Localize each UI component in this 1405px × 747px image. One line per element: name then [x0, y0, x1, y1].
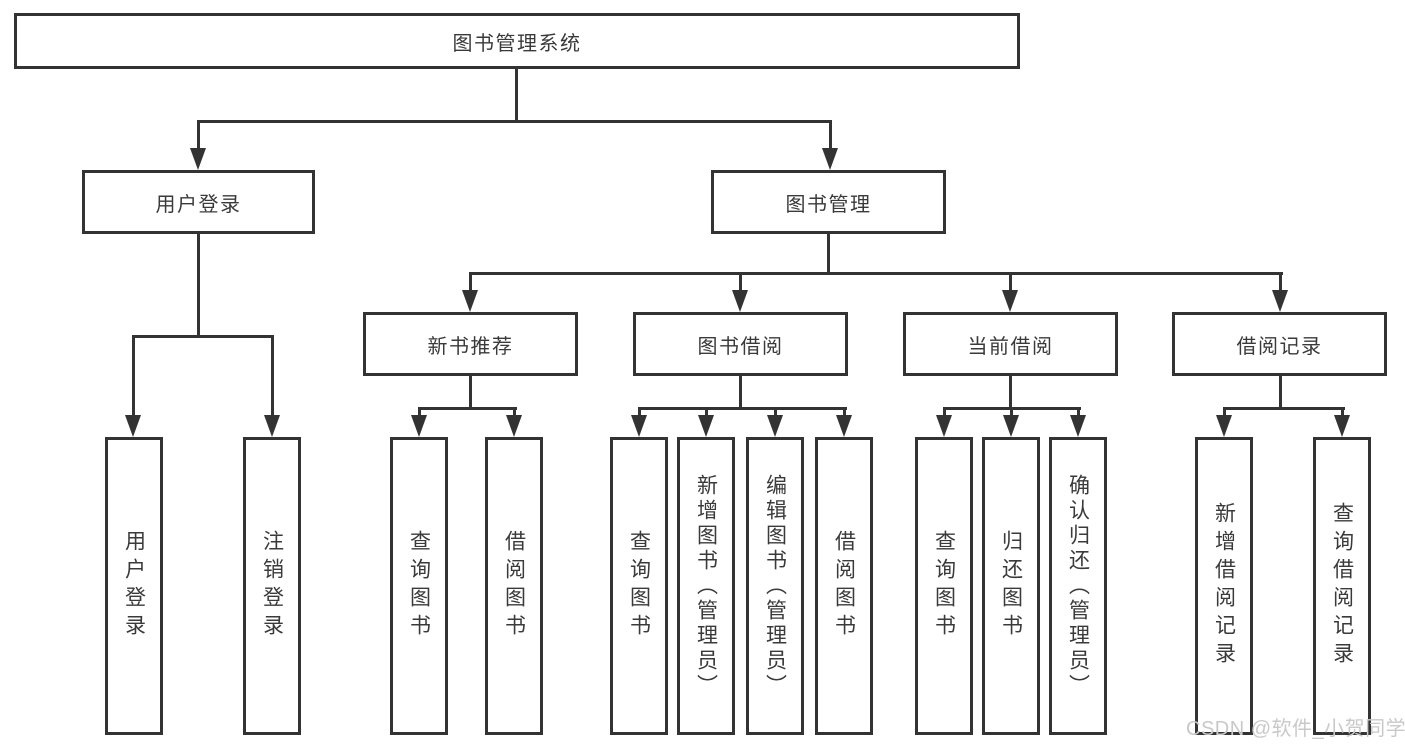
leaf-logout: 注销登录	[243, 437, 301, 735]
connector-bookmgmt-shaft	[1279, 272, 1282, 292]
connector-group3-split	[1223, 407, 1345, 410]
connector-root-right-shaft	[829, 120, 832, 150]
node-new-book-recommend: 新书推荐	[363, 312, 578, 376]
connector-group2-stem	[1009, 376, 1012, 410]
arrow-head	[125, 415, 141, 437]
connector-group1-split	[638, 407, 847, 410]
leaf-return-books-label: 归还图书	[999, 530, 1023, 642]
connector-group3-shaft	[1223, 407, 1226, 417]
csdn-watermark: CSDN @软件_小贺同学	[1186, 718, 1405, 740]
connector-userlogin-split	[132, 335, 274, 338]
leaf-query-books-recommend-label: 查询图书	[407, 530, 431, 642]
leaf-query-borrow-record-label: 查询借阅记录	[1330, 502, 1354, 670]
node-book-borrow: 图书借阅	[633, 312, 848, 376]
leaf-borrow-books-recommend: 借阅图书	[485, 437, 543, 735]
arrow-head	[1003, 415, 1019, 437]
node-root: 图书管理系统	[14, 13, 1020, 69]
arrow-head	[631, 415, 647, 437]
connector-root-stem	[515, 69, 518, 120]
leaf-add-borrow-record-label: 新增借阅记录	[1212, 502, 1236, 670]
connector-userlogin-shaft	[132, 335, 135, 416]
arrow-head	[767, 415, 783, 437]
arrow-head	[264, 415, 280, 437]
connector-group0-split	[418, 407, 517, 410]
connector-group1-stem	[739, 376, 742, 410]
leaf-edit-books-admin-label: 编辑图书（管理员）	[763, 473, 787, 699]
connector-group2-shaft	[1010, 407, 1013, 417]
leaf-user-login: 用户登录	[105, 437, 163, 735]
node-user-login: 用户登录	[82, 170, 315, 234]
arrow-head	[1334, 415, 1350, 437]
connector-group1-shaft	[843, 407, 846, 417]
connector-group0-stem	[469, 376, 472, 410]
leaf-confirm-return-admin: 确认归还（管理员）	[1049, 437, 1107, 735]
leaf-return-books: 归还图书	[982, 437, 1040, 735]
leaf-add-books-admin-label: 新增图书（管理员）	[694, 473, 718, 699]
node-root-label: 图书管理系统	[452, 32, 582, 55]
arrow-head	[462, 290, 478, 312]
arrow-head	[698, 415, 714, 437]
connector-userlogin-shaft	[271, 335, 274, 416]
leaf-query-books-current: 查询图书	[915, 437, 973, 735]
leaf-add-books-admin: 新增图书（管理员）	[677, 437, 735, 735]
node-book-borrow-label: 图书借阅	[697, 335, 784, 358]
leaf-confirm-return-admin-label: 确认归还（管理员）	[1066, 473, 1090, 699]
arrow-head	[732, 290, 748, 312]
connector-group2-shaft	[943, 407, 946, 417]
leaf-add-borrow-record: 新增借阅记录	[1195, 437, 1253, 735]
connector-group0-shaft	[513, 407, 516, 417]
leaf-query-borrow-record: 查询借阅记录	[1313, 437, 1371, 735]
connector-userlogin-stem	[197, 234, 200, 337]
arrow-head	[1070, 415, 1086, 437]
node-book-management: 图书管理	[711, 170, 946, 234]
connector-bookmgmt-shaft	[739, 272, 742, 292]
node-current-borrow-label: 当前借阅	[967, 335, 1054, 358]
connector-group2-shaft	[1077, 407, 1080, 417]
connector-group1-shaft	[638, 407, 641, 417]
connector-bookmgmt-stem	[827, 234, 830, 275]
arrow-head	[411, 415, 427, 437]
connector-root-split	[197, 120, 832, 123]
arrow-head	[822, 148, 838, 170]
leaf-query-books-current-label: 查询图书	[932, 530, 956, 642]
arrow-head	[1002, 290, 1018, 312]
arrow-head	[506, 415, 522, 437]
leaf-borrow-books-label: 借阅图书	[832, 530, 856, 642]
connector-bookmgmt-shaft	[1009, 272, 1012, 292]
leaf-borrow-books: 借阅图书	[815, 437, 873, 735]
leaf-query-books-borrow-label: 查询图书	[627, 530, 651, 642]
connector-root-left-shaft	[197, 120, 200, 150]
arrow-head	[190, 148, 206, 170]
node-new-book-recommend-label: 新书推荐	[427, 335, 514, 358]
arrow-head	[1216, 415, 1232, 437]
leaf-edit-books-admin: 编辑图书（管理员）	[746, 437, 804, 735]
node-borrow-records-label: 借阅记录	[1236, 335, 1323, 358]
connector-group3-shaft	[1341, 407, 1344, 417]
connector-group1-shaft	[705, 407, 708, 417]
connector-group0-shaft	[418, 407, 421, 417]
leaf-logout-label: 注销登录	[260, 530, 284, 642]
node-book-management-label: 图书管理	[785, 193, 872, 216]
node-current-borrow: 当前借阅	[903, 312, 1118, 376]
arrow-head	[836, 415, 852, 437]
arrow-head	[1272, 290, 1288, 312]
leaf-user-login-label: 用户登录	[122, 530, 146, 642]
node-user-login-label: 用户登录	[155, 193, 242, 216]
arrow-head	[936, 415, 952, 437]
connector-bookmgmt-split	[469, 272, 1283, 275]
leaf-query-books-borrow: 查询图书	[610, 437, 668, 735]
connector-group1-shaft	[774, 407, 777, 417]
leaf-borrow-books-recommend-label: 借阅图书	[502, 530, 526, 642]
connector-group3-stem	[1279, 376, 1282, 410]
node-borrow-records: 借阅记录	[1172, 312, 1387, 376]
leaf-query-books-recommend: 查询图书	[390, 437, 448, 735]
connector-bookmgmt-shaft	[469, 272, 472, 292]
